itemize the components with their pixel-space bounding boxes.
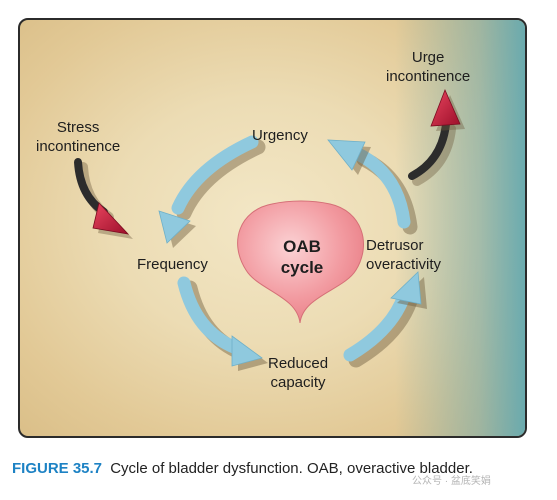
reduced-line-2: capacity [270,374,326,391]
stress-line-1: Stress [56,119,100,136]
figure-caption: FIGURE 35.7 Cycle of bladder dysfunction… [12,460,473,477]
bladder-shape [237,200,364,324]
figure-number: FIGURE 35.7 [12,460,103,477]
urge-line-2: incontinence [386,68,471,85]
center-line-2: cycle [280,258,324,277]
node-urgency: Urgency [252,127,308,144]
node-stress-incontinence: Stress incontinence [36,118,120,156]
arrow-urge-incontinence [408,88,465,186]
node-frequency: Frequency [137,256,208,273]
arrow-frequency-to-reduced [177,276,268,371]
arrow-reduced-to-detrusor [343,271,427,368]
caption-text: Cycle of bladder dysfunction. OAB, overa… [110,460,473,477]
node-urge-incontinence: Urge incontinence [386,48,470,86]
urge-line-1: Urge [411,49,445,66]
reduced-line-1: Reduced [268,355,329,372]
detrusor-line-2: overactivity [366,256,442,273]
watermark-text: 公众号 · 盆底笑娟 [412,476,491,487]
node-reduced-capacity: Reduced capacity [268,354,328,392]
arrow-stress-incontinence [74,158,133,239]
center-line-1: OAB [283,237,321,256]
stress-line-2: incontinence [36,138,121,155]
oab-cycle-center-label: OAB cycle [258,236,346,278]
detrusor-line-1: Detrusor [366,237,424,254]
arrow-urgency-to-frequency [158,135,266,248]
node-detrusor-overactivity: Detrusor overactivity [366,236,441,274]
arrow-detrusor-to-urgency [327,139,418,235]
